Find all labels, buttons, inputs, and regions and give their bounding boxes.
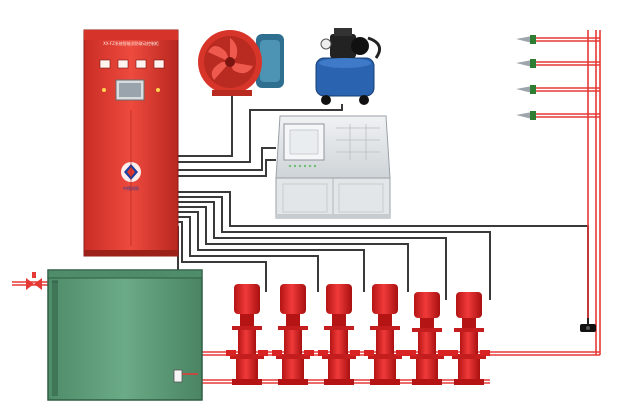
wire-to-console-1 [178, 147, 276, 171]
pumps [226, 284, 490, 385]
vertical-pump-icon [226, 284, 268, 385]
control-console-icon [275, 115, 391, 219]
axial-fan-icon [198, 30, 284, 96]
wire-to-pump-4 [178, 206, 409, 292]
wire-to-pump-5 [178, 201, 447, 300]
sprinkler-head-icon [516, 59, 536, 68]
cabinet-title: XX-FZ系统智能消防联动控制柜 [103, 40, 159, 46]
wire-to-pump-6 [178, 196, 491, 300]
wire-to-pump-3 [178, 211, 365, 292]
sprinkler-head-icon [516, 85, 536, 94]
wire-to-pump-1 [178, 221, 267, 292]
sprinkler-head-icon [516, 35, 536, 44]
water-tank-icon [47, 269, 203, 401]
vertical-pump-icon [318, 284, 360, 385]
pressure-switch-icon [580, 318, 596, 332]
wire-to-fan [178, 96, 233, 157]
wire-to-pump-2 [178, 216, 319, 292]
vertical-pump-icon [364, 284, 406, 385]
vertical-pump-icon [448, 292, 490, 385]
air-compressor-icon [315, 28, 382, 105]
inlet-valve-icon [26, 272, 42, 290]
sprinklers [516, 35, 536, 120]
wire-to-compressor [178, 104, 343, 163]
vertical-pump-icon [406, 292, 448, 385]
control-cabinet-icon: XX-FZ系统智能消防联动控制柜 中德消防 [83, 29, 179, 257]
wire-to-console-2 [178, 159, 276, 177]
vertical-pump-icon [272, 284, 314, 385]
sprinkler-head-icon [516, 111, 536, 120]
